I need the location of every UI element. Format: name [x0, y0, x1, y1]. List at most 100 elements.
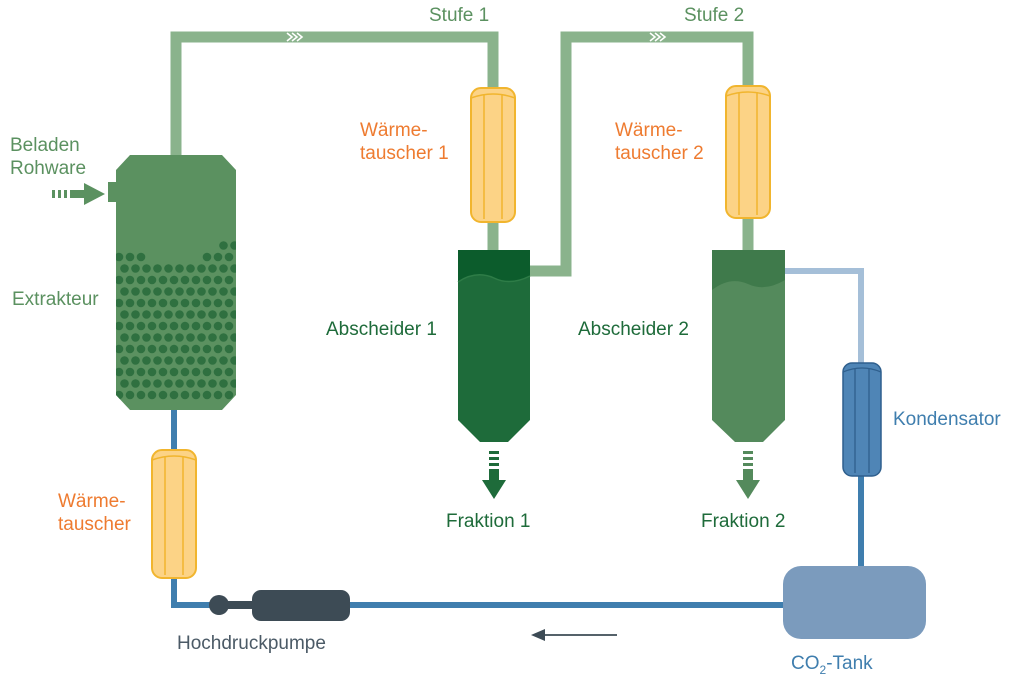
packing-dot — [164, 356, 173, 365]
packing-dot — [202, 390, 212, 400]
packing-dot — [230, 310, 236, 319]
label-pump: Hochdruckpumpe — [177, 633, 326, 654]
packing-dot — [125, 275, 135, 285]
fraction-1-arrow — [482, 451, 506, 499]
packing-dot — [197, 287, 206, 296]
packing-dot — [147, 321, 157, 331]
packing-dot — [116, 344, 124, 354]
packing-dot — [175, 287, 184, 296]
packing-dot — [186, 287, 195, 296]
packing-dot — [169, 275, 179, 285]
packing-dot — [125, 298, 135, 308]
packing-dot — [125, 344, 135, 354]
packing-dot — [186, 310, 195, 319]
packing-dot — [136, 298, 146, 308]
packing-dot — [213, 344, 223, 354]
packing-dot — [197, 379, 206, 388]
packing-dot — [131, 287, 140, 296]
packing-dot — [136, 321, 146, 331]
label-fraction-2: Fraktion 2 — [701, 511, 786, 532]
packing-dot — [164, 379, 173, 388]
packing-dot — [191, 367, 201, 377]
packing-dot — [224, 298, 234, 308]
packing-dot — [208, 356, 217, 365]
packing-dot — [136, 344, 146, 354]
label-heat-exchanger-1: Wärme- tauscher 1 — [360, 120, 449, 164]
packing-dot — [131, 379, 140, 388]
packing-dot — [153, 264, 162, 273]
packing-dot — [120, 356, 129, 365]
packing-dot — [125, 390, 135, 400]
packing-dot — [219, 287, 228, 296]
packing-dot — [202, 321, 212, 331]
pipe-pump-to-hx — [171, 576, 212, 608]
packing-dot — [202, 252, 212, 262]
label-co2-tank-subscript: 2 — [819, 662, 827, 677]
packing-dot — [136, 252, 146, 262]
packing-dot — [180, 298, 190, 308]
packing-dot — [120, 333, 129, 342]
packing-dot — [208, 287, 217, 296]
packing-dot — [158, 344, 168, 354]
packing-dot — [116, 390, 124, 400]
packing-dot — [142, 310, 151, 319]
flow-chevrons — [286, 32, 667, 42]
packing-dot — [116, 367, 124, 377]
packing-dot — [164, 310, 173, 319]
packing-dot — [175, 333, 184, 342]
packing-dot — [230, 333, 236, 342]
packing-dot — [191, 344, 201, 354]
packing-dot — [213, 367, 223, 377]
packing-dot — [142, 287, 151, 296]
packing-dot — [158, 321, 168, 331]
packing-dot — [131, 310, 140, 319]
label-separator-2: Abscheider 2 — [578, 319, 689, 340]
packing-dot — [208, 333, 217, 342]
packing-dot — [125, 252, 135, 262]
packing-dot — [153, 379, 162, 388]
pipes-blue — [171, 408, 864, 608]
packing-dot — [120, 379, 129, 388]
label-co2-tank: CO2-Tank — [791, 652, 873, 678]
packing-dot — [197, 264, 206, 273]
packing-dot — [219, 264, 228, 273]
packing-dot — [186, 333, 195, 342]
packing-dot — [142, 379, 151, 388]
feed-arrow — [52, 183, 105, 205]
packing-dot — [125, 321, 135, 331]
extractor — [108, 155, 236, 410]
packing-dot — [147, 390, 157, 400]
packing-dot — [219, 241, 228, 250]
packing-dot — [180, 321, 190, 331]
packing-dot — [180, 367, 190, 377]
packing-dot — [230, 356, 236, 365]
packing-dot — [120, 310, 129, 319]
packing-dot — [230, 287, 236, 296]
packing-dot — [116, 252, 124, 262]
packing-dot — [164, 287, 173, 296]
packing-dot — [230, 264, 236, 273]
flow-direction-arrow — [531, 629, 617, 641]
separator-2 — [712, 250, 785, 442]
packing-dot — [191, 275, 201, 285]
packing-dot — [169, 390, 179, 400]
packing-dot — [175, 264, 184, 273]
packing-dot — [175, 356, 184, 365]
packing-dot — [153, 333, 162, 342]
label-fraction-1: Fraktion 1 — [446, 511, 531, 532]
packing-dot — [202, 275, 212, 285]
packing-dot — [147, 367, 157, 377]
packing-dot — [197, 333, 206, 342]
packing-dot — [158, 298, 168, 308]
packing-dot — [197, 310, 206, 319]
packing-dot — [213, 275, 223, 285]
packing-dot — [224, 275, 234, 285]
label-extractor: Extrakteur — [12, 289, 99, 310]
packing-dot — [224, 367, 234, 377]
packing-dot — [208, 379, 217, 388]
packing-dot — [142, 333, 151, 342]
label-stage-1: Stufe 1 — [429, 5, 490, 26]
packing-dot — [164, 333, 173, 342]
packing-dot — [175, 310, 184, 319]
